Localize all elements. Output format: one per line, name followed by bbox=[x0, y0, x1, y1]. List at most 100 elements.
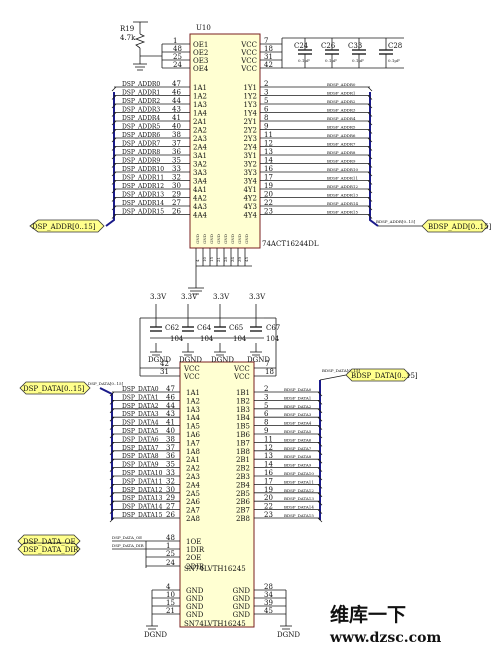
ub-pin-name: 1B4 bbox=[236, 414, 251, 422]
ub-pin-num: 11 bbox=[264, 435, 273, 443]
ub-input-net-label: DSP_DATA1 bbox=[122, 394, 159, 401]
u10-pin-name: VCC bbox=[240, 65, 257, 73]
ub-pin-num: 41 bbox=[166, 419, 175, 427]
ub-pin-num: 12 bbox=[264, 444, 273, 452]
ub-gnd-pin-num: 28 bbox=[264, 583, 273, 591]
c24-value: 0.1μF bbox=[298, 58, 310, 63]
u10-input-net-label: DSP_ADDR6 bbox=[122, 132, 160, 139]
bus-entry bbox=[317, 458, 323, 464]
bus-entry bbox=[317, 391, 323, 397]
ub-output-net-label: BDSP_DATA6 bbox=[284, 437, 312, 442]
u-bottom-input-bus bbox=[99, 387, 113, 520]
c33-value: 0.1μF bbox=[352, 58, 364, 63]
u-bottom-output-bus-tie bbox=[319, 374, 347, 381]
bdsp-data-port-label: BDSP_DATA[0..15] bbox=[351, 372, 418, 380]
u10-pin-name: 3A1 bbox=[193, 152, 207, 160]
ub-vcc-right-num-2: 18 bbox=[265, 368, 274, 376]
ub-gnd-pin-name: GND bbox=[233, 611, 251, 619]
ub-output-net-label: BDSP_DATA11 bbox=[284, 479, 314, 484]
ub-pin-num: 19 bbox=[264, 486, 273, 494]
bdsp-addr-bus-label: BDSP_ADDR[0..15] bbox=[376, 219, 416, 224]
ub-output-net-label: BDSP_DATA12 bbox=[284, 488, 314, 493]
ub-input-net-label: DSP_DATA7 bbox=[122, 445, 159, 452]
u10-input-net-label: DSP_ADDR4 bbox=[122, 115, 160, 122]
u10-pin-name: 2A4 bbox=[193, 144, 208, 152]
dsp-data-dir-port-shape bbox=[17, 542, 81, 556]
bus-entry bbox=[111, 137, 117, 143]
u10-input-net-label: DSP_ADDR10 bbox=[122, 166, 164, 173]
u10-pin-num: 27 bbox=[172, 199, 181, 207]
u10-chip-body bbox=[189, 33, 261, 249]
bus-entry bbox=[111, 171, 117, 177]
ub-pin-num: 13 bbox=[264, 452, 273, 460]
bus-entry bbox=[317, 484, 323, 489]
dsp-data-dir-port-label: DSP_DATA_DIR bbox=[23, 546, 79, 554]
bus-entry bbox=[367, 103, 373, 109]
ub-pin-name: 2B1 bbox=[236, 456, 250, 464]
u10-output-net-label: BDSP_ADDR6 bbox=[327, 133, 356, 138]
ub-pin-num: 36 bbox=[166, 452, 175, 460]
ub-input-net-label: DSP_DATA12 bbox=[122, 487, 163, 494]
bus-entry bbox=[317, 400, 323, 405]
ub-output-net-label: BDSP_DATA15 bbox=[284, 513, 314, 518]
top-ground-symbol bbox=[133, 56, 147, 71]
ub-output-net-label: BDSP_DATA13 bbox=[284, 496, 314, 501]
bus-entry bbox=[109, 509, 115, 514]
ub-pin-num: 26 bbox=[166, 511, 175, 519]
ub-gnd-pin-name: GND bbox=[186, 603, 204, 611]
ub-pin-name: 1B8 bbox=[236, 448, 250, 456]
u10-pin-num: 25 bbox=[173, 53, 182, 61]
u10-pin-num: 38 bbox=[172, 131, 181, 139]
watermark-url: www.dzsc.com bbox=[329, 630, 442, 646]
power-label-4: 3.3V bbox=[249, 293, 266, 301]
ub-pin-name: 2B7 bbox=[236, 507, 250, 515]
u10-pin-num: 36 bbox=[172, 148, 181, 156]
ub-pin-name: 1A5 bbox=[186, 423, 200, 431]
u10-pin-num: 20 bbox=[264, 191, 273, 199]
ub-input-net-label: DSP_DATA13 bbox=[122, 495, 163, 502]
mid-decoupling-caps bbox=[150, 304, 264, 352]
u10-pin-num: 18 bbox=[264, 45, 273, 53]
u10-output-net-label: BDSP_ADDR14 bbox=[327, 201, 358, 206]
u10-pin-name: 4A4 bbox=[193, 212, 208, 220]
ub-pin-num: 33 bbox=[166, 469, 175, 477]
u10-output-net-label: BDSP_ADDR5 bbox=[327, 125, 356, 130]
u10-pin-name: 2Y1 bbox=[243, 118, 257, 126]
bus-entry bbox=[111, 95, 117, 100]
bdsp-add-port-shape bbox=[421, 219, 489, 233]
bus-entry bbox=[317, 408, 323, 414]
ub-vcc-left-num-1: 42 bbox=[160, 360, 169, 368]
ub-input-net-label: DSP_DATA15 bbox=[122, 512, 163, 519]
ub-pin-name: 2A2 bbox=[186, 465, 200, 473]
ub-ctrl-pin-num: 1 bbox=[166, 542, 170, 550]
u10-pin-num: 24 bbox=[173, 61, 182, 69]
bdsp-data-port-shape bbox=[345, 368, 411, 382]
u10-pin-name: 1A1 bbox=[193, 84, 207, 92]
u10-gnd-pin-name: GND bbox=[237, 234, 242, 244]
u10-ref: U10 bbox=[196, 24, 211, 32]
u10-pin-num: 6 bbox=[264, 106, 269, 114]
u10-pin-name: VCC bbox=[240, 57, 257, 65]
u10-pin-name: 1Y4 bbox=[243, 110, 257, 118]
bus-entry bbox=[367, 205, 373, 211]
bus-entry bbox=[367, 154, 373, 160]
ub-output-net-label: BDSP_DATA9 bbox=[284, 463, 312, 468]
ub-pin-num: 35 bbox=[166, 461, 175, 469]
c28-ref: C28 bbox=[388, 42, 402, 50]
c62-ref: C62 bbox=[165, 324, 179, 332]
u10-pin-name: 1A4 bbox=[193, 110, 208, 118]
bus-entry bbox=[109, 442, 115, 447]
u-bottom-part: SN74LVTH16245 bbox=[184, 565, 246, 573]
u10-pin-name: 4Y3 bbox=[243, 203, 257, 211]
ub-pin-name: 2A6 bbox=[186, 498, 201, 506]
ub-output-net-label: BDSP_DATA4 bbox=[284, 421, 312, 426]
dsp-data-oe-net-label: DSP_DATA_OE bbox=[112, 535, 142, 540]
watermark-brand: 维库一下 bbox=[330, 603, 406, 626]
bus-entry bbox=[111, 214, 117, 219]
ub-output-net-label: BDSP_DATA10 bbox=[284, 471, 314, 476]
u10-pin-name: 3A2 bbox=[193, 161, 207, 169]
bus-entry bbox=[109, 425, 115, 430]
bus-entry bbox=[111, 146, 117, 151]
u10-pin-name: VCC bbox=[240, 49, 257, 57]
